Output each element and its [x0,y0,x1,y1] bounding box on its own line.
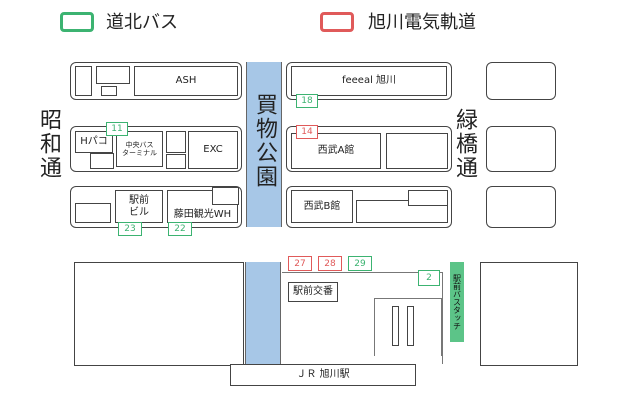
platform-1 [392,306,399,346]
kaimono-koen-label: 買物公園 [252,93,277,189]
building-small-4 [90,153,114,169]
kaimono-koen-road-lower [245,262,281,366]
dohoku-legend-swatch [60,12,94,32]
building-small-1 [75,66,92,96]
kaimono-koen-road [246,62,282,227]
building-koban: 駅前交番 [288,282,338,302]
block-right-3 [486,186,556,228]
stop-2[interactable]: 2 [418,270,440,286]
tram-legend-label: 旭川電気軌道 [368,12,476,33]
building-ash: ASH [134,66,238,96]
building-exc: EXC [188,131,238,169]
station-plaza-line-3 [442,272,443,364]
stop-14[interactable]: 14 [296,125,318,139]
stop-22[interactable]: 22 [168,222,192,236]
stop-11[interactable]: 11 [106,122,128,136]
building-small-7 [75,203,111,223]
building-small-11 [408,190,448,206]
building-small-5 [166,131,186,153]
building-small-8 [212,187,239,205]
building-feeeal: feeeal 旭川 [291,66,447,96]
showa-dori-label: 昭和通 [36,108,61,180]
station-plaza-line-2 [374,298,442,356]
station-plaza-line-1 [282,272,442,273]
building-seibu-b: 西武B館 [291,190,353,223]
stop-23[interactable]: 23 [118,222,142,236]
stop-18[interactable]: 18 [296,94,318,108]
block-right-1 [486,62,556,100]
building-small-2 [96,66,130,84]
block-lower-right [480,262,578,366]
tram-legend-swatch [320,12,354,32]
platform-2 [407,306,414,346]
building-small-6 [166,154,186,169]
building-small-3 [101,86,117,96]
stop-29[interactable]: 29 [348,256,372,271]
building-seibu-a: 西武A館 [291,133,381,169]
block-lower-left [74,262,244,366]
stop-27[interactable]: 27 [288,256,312,271]
dohoku-legend-label: 道北バス [106,12,178,33]
midori-bashi-dori-label: 緑橋通 [452,108,477,180]
building-chuo-bus-terminal: 中央バス ターミナル [116,131,163,167]
building-hpako: Hパコ [75,131,113,153]
bus-touch-label: 駅前バスタッチ [450,262,464,342]
block-right-2 [486,126,556,172]
building-ekimae: 駅前 ビル [115,190,163,223]
stop-28[interactable]: 28 [318,256,342,271]
building-small-9 [386,133,448,169]
jr-station: ＪＲ 旭川駅 [230,364,416,386]
